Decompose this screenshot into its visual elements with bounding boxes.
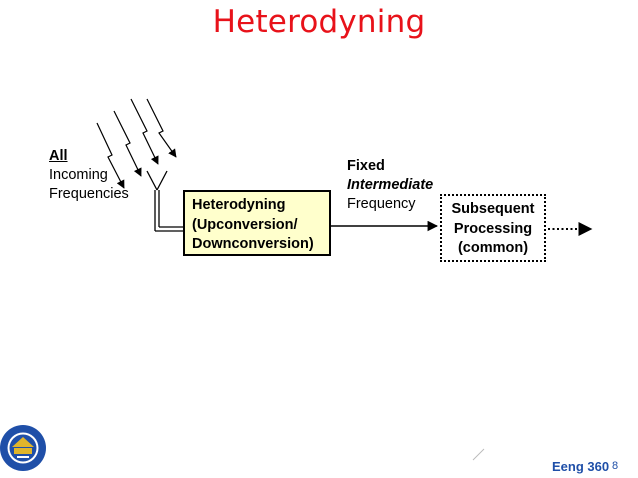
if-label-fixed: Fixed xyxy=(347,158,385,174)
input-label-incoming: Incoming xyxy=(49,167,108,183)
signal-arrow-3 xyxy=(130,98,159,165)
page-number: 8 xyxy=(612,460,619,472)
antenna-icon xyxy=(146,170,183,232)
if-label-frequency: Frequency xyxy=(347,196,416,212)
incoming-signal-arrows xyxy=(96,98,177,189)
input-label-all: All xyxy=(49,148,68,164)
decorative-mark xyxy=(472,448,485,461)
if-label: Fixed Intermediate Frequency xyxy=(347,157,433,214)
signal-arrow-2 xyxy=(113,110,142,177)
signal-arrow-4 xyxy=(146,98,177,158)
heterodyning-box-line-3: Downconversion) xyxy=(192,236,314,252)
input-label-frequencies: Frequencies xyxy=(49,186,129,202)
processing-box-line-1: Subsequent xyxy=(451,201,535,217)
processing-box-line-3: (common) xyxy=(457,240,529,256)
university-logo xyxy=(0,425,46,471)
processing-box: Subsequent Processing (common) xyxy=(440,194,546,262)
signal-arrow-1 xyxy=(96,122,125,189)
course-label: Eeng 360 xyxy=(552,459,610,474)
if-label-intermediate: Intermediate xyxy=(347,177,434,193)
input-label: All Incoming Frequencies xyxy=(49,147,129,204)
heterodyning-box-line-1: Heterodyning xyxy=(192,197,286,213)
slide-title: Heterodyning xyxy=(212,4,426,40)
processing-box-line-2: Processing xyxy=(453,220,533,237)
heterodyning-box-line-2: (Upconversion/ xyxy=(192,216,298,233)
heterodyning-box: Heterodyning (Upconversion/ Downconversi… xyxy=(183,190,331,256)
